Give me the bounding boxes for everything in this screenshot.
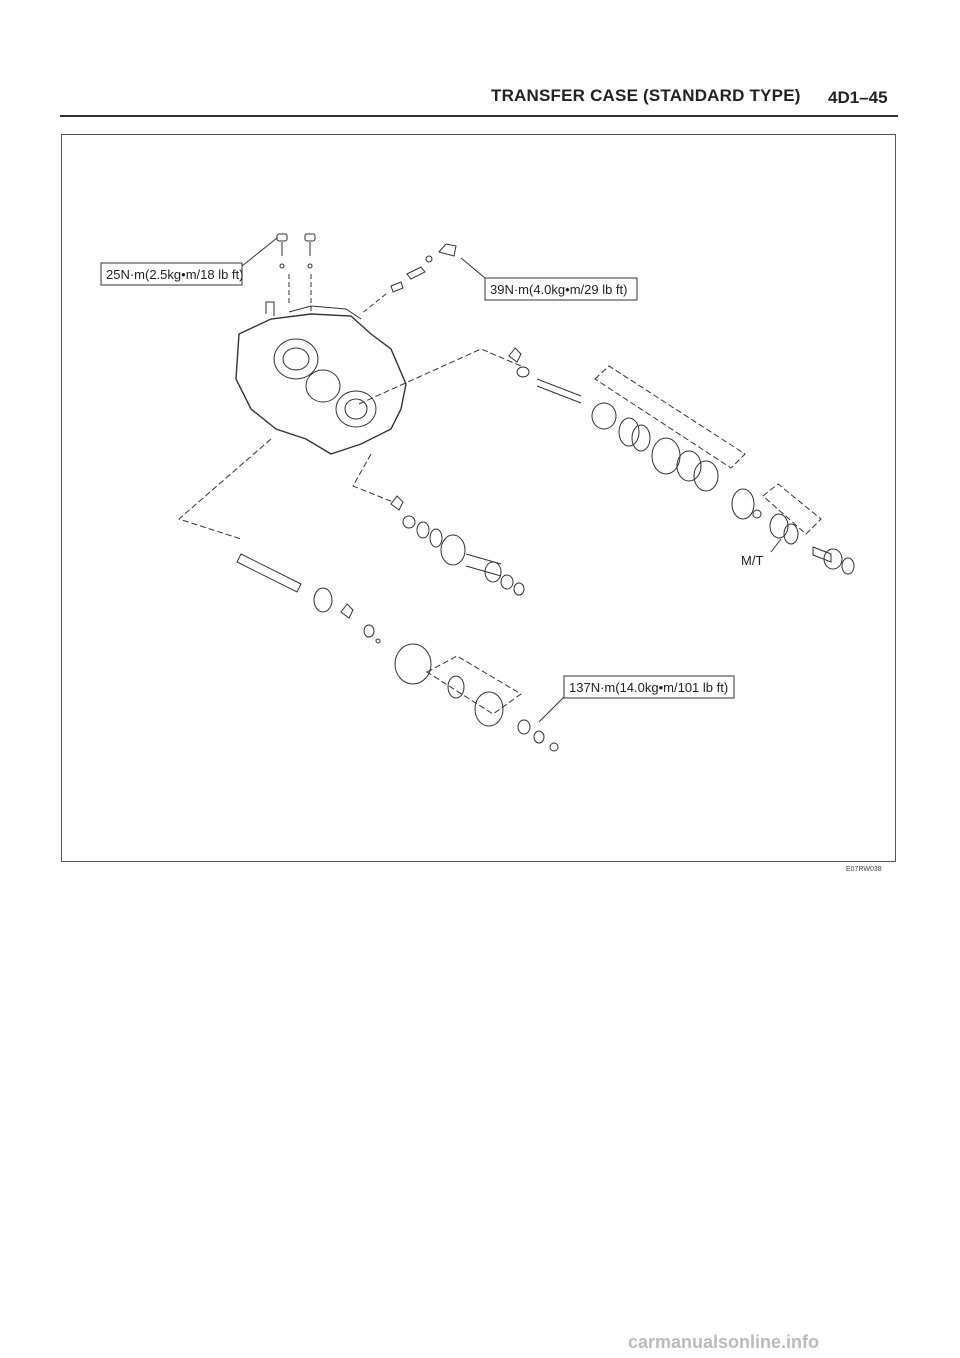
torque-label-housing-bolts: 25N·m(2.5kg•m/18 lb ft) bbox=[106, 267, 243, 282]
variant-label-mt: M/T bbox=[741, 553, 763, 568]
torque-box-3 bbox=[563, 675, 735, 699]
watermark-text: carmanualsonline.info bbox=[628, 1332, 820, 1352]
transfer-case-housing bbox=[235, 301, 407, 455]
torque-label-detent-plug: 39N·m(4.0kg•m/29 lb ft) bbox=[490, 282, 627, 297]
section-title: TRANSFER CASE (STANDARD TYPE) bbox=[491, 86, 801, 105]
housing-bolts bbox=[276, 233, 316, 312]
figure-id: E07RW038 bbox=[846, 866, 882, 873]
figure-frame bbox=[61, 134, 896, 862]
counter-shaft-assembly bbox=[390, 495, 525, 596]
torque-label-lock-nut: 137N·m(14.0kg•m/101 lb ft) bbox=[569, 680, 728, 695]
detent-plug-assembly bbox=[360, 243, 457, 315]
torque-box-1 bbox=[100, 262, 243, 286]
torque-box-2 bbox=[484, 277, 638, 301]
page-number: 4D1–45 bbox=[828, 88, 888, 107]
header-rule bbox=[60, 115, 898, 117]
exploded-view-diagram: 25N·m(2.5kg•m/18 lb ft) 39N·m(4.0kg•m/29… bbox=[100, 233, 855, 752]
input-shaft-assembly bbox=[236, 553, 565, 752]
output-shaft-assembly bbox=[508, 347, 855, 575]
